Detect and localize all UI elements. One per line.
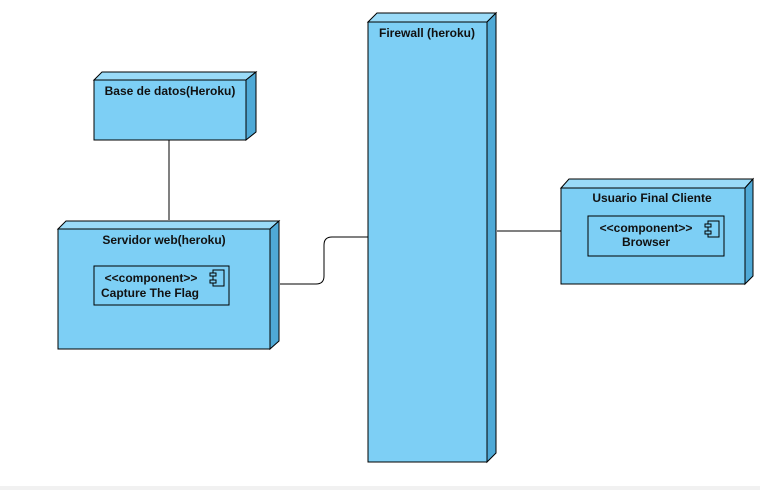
node-end-user[interactable]: Usuario Final Cliente <<component>> Brow… (559, 177, 755, 286)
component-stereotype: <<component>> (600, 221, 693, 235)
node-web-server-title: Servidor web(heroku) (102, 233, 225, 247)
node-firewall-title: Firewall (heroku) (379, 26, 475, 40)
node-end-user-title: Usuario Final Cliente (592, 191, 712, 205)
node-web-server[interactable]: Servidor web(heroku) <<component>> Captu… (56, 219, 281, 351)
bottom-strip (0, 486, 760, 490)
node-database[interactable]: Base de datos(Heroku) (92, 70, 258, 142)
node-database-title: Base de datos(Heroku) (105, 84, 236, 98)
component-name: Browser (622, 235, 670, 249)
connector-webserver-firewall (280, 236, 368, 285)
component-stereotype: <<component>> (105, 271, 198, 285)
component-icon (704, 220, 720, 238)
component-capture-the-flag[interactable]: <<component>> Capture The Flag (93, 265, 230, 306)
component-name: Capture The Flag (101, 286, 199, 300)
node-firewall[interactable]: Firewall (heroku) (366, 11, 498, 464)
component-icon (209, 269, 225, 287)
component-browser[interactable]: <<component>> Browser (587, 215, 725, 257)
